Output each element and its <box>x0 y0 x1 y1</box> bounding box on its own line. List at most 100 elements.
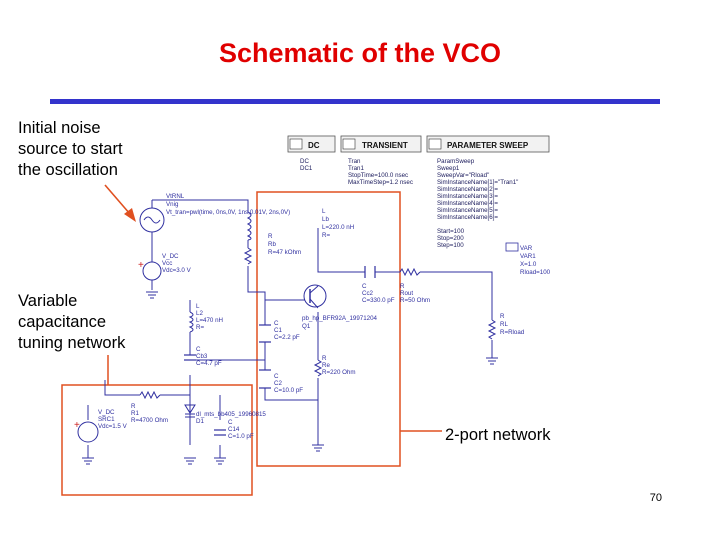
svg-text:Cb3: Cb3 <box>196 353 208 360</box>
svg-text:SimInstanceName[2]=: SimInstanceName[2]= <box>437 186 498 193</box>
svg-text:VAR: VAR <box>520 245 533 252</box>
svg-text:Cc2: Cc2 <box>362 290 374 297</box>
svg-text:R=: R= <box>196 324 204 331</box>
svg-text:R=47 kOhm: R=47 kOhm <box>268 249 301 256</box>
svg-text:Step=100: Step=100 <box>437 242 464 249</box>
svg-text:R: R <box>268 233 273 240</box>
svg-text:V_DC: V_DC <box>98 409 115 416</box>
svg-text:TRANSIENT: TRANSIENT <box>362 141 408 150</box>
svg-text:L: L <box>322 208 326 215</box>
resistor-rb: R Rb R=47 kOhm <box>243 233 301 265</box>
svg-text:Stop=200: Stop=200 <box>437 235 464 242</box>
tuning-network-highlight-box <box>61 384 253 496</box>
inductor-lb: L Lb L=220.0 nH R= <box>246 208 354 241</box>
svg-text:Vcc: Vcc <box>162 260 172 267</box>
svg-text:R: R <box>400 283 405 290</box>
circuit-wires <box>87 199 493 458</box>
svg-text:Vnig: Vnig <box>166 201 179 208</box>
svg-text:SweepVar="Rload": SweepVar="Rload" <box>437 172 489 179</box>
svg-text:StopTime=100.0 nsec: StopTime=100.0 nsec <box>348 172 408 179</box>
svg-text:Lb: Lb <box>322 216 329 223</box>
svg-text:Start=100: Start=100 <box>437 228 465 235</box>
load-resistor-rl: R RL R=Rload <box>486 313 525 365</box>
svg-text:C: C <box>274 373 279 380</box>
svg-text:SimInstanceName[3]=: SimInstanceName[3]= <box>437 193 498 200</box>
svg-text:R=50 Ohm: R=50 Ohm <box>400 297 430 304</box>
capacitor-c2: C C2 C=10.0 pF <box>259 369 303 394</box>
svg-text:R=4700 Ohm: R=4700 Ohm <box>131 417 168 424</box>
svg-text:X=1.0: X=1.0 <box>520 261 537 268</box>
svg-text:Sweep1: Sweep1 <box>437 165 460 172</box>
svg-text:dl_mts_bb405_19960815: dl_mts_bb405_19960815 <box>196 411 266 418</box>
dc-controller[interactable]: DC DC DC1 <box>287 135 336 172</box>
parameter-sweep-controller[interactable]: PARAMETER SWEEP ParamSweep Sweep1 SweepV… <box>426 135 550 249</box>
svg-text:DC1: DC1 <box>300 165 313 172</box>
svg-text:L2: L2 <box>196 310 203 317</box>
svg-text:D1: D1 <box>196 418 204 425</box>
svg-text:Tran1: Tran1 <box>348 165 364 172</box>
svg-text:L=220.0 nH: L=220.0 nH <box>322 224 354 231</box>
svg-text:V_DC: V_DC <box>162 253 179 260</box>
svg-text:Rb: Rb <box>268 241 276 248</box>
svg-text:DC: DC <box>308 141 320 150</box>
noise-source-callout: Initial noise source to start the oscill… <box>18 119 123 179</box>
svg-text:C14: C14 <box>228 426 240 433</box>
svg-text:C2: C2 <box>274 380 282 387</box>
transistor-q1: pb_hp_BFR92A_19971204 Q1 <box>302 284 378 330</box>
capacitor-c1: C C1 C=2.2 pF <box>259 320 300 343</box>
svg-text:Vdc=3.0 V: Vdc=3.0 V <box>162 267 192 274</box>
svg-text:C=330.0 pF: C=330.0 pF <box>362 297 395 304</box>
svg-text:C=1.0 pF: C=1.0 pF <box>228 433 254 440</box>
resistor-re: R Re R=220 Ohm <box>313 355 356 377</box>
svg-text:C: C <box>196 346 201 353</box>
svg-text:R: R <box>322 355 327 362</box>
svg-text:Tran: Tran <box>348 158 361 165</box>
svg-text:L=470 nH: L=470 nH <box>196 317 223 324</box>
svg-text:SimInstanceName[1]="Tran1": SimInstanceName[1]="Tran1" <box>437 179 518 186</box>
voltage-source-src1: + V_DC SRC1 Vdc=1.5 V <box>74 409 128 465</box>
svg-text:SimInstanceName[6]=: SimInstanceName[6]= <box>437 214 498 221</box>
svg-text:C=10.0 pF: C=10.0 pF <box>274 387 303 394</box>
resistor-rout: R Rout R=50 Ohm <box>399 267 430 304</box>
svg-text:SimInstanceName[4]=: SimInstanceName[4]= <box>437 200 498 207</box>
svg-text:+: + <box>74 420 80 431</box>
two-port-network-callout: 2-port network <box>445 426 551 444</box>
svg-text:SRC1: SRC1 <box>98 416 115 423</box>
noise-source-vtran: VtRNL Vnig Vt_tran=pwl(time, 0ns,0V, 1ns… <box>139 193 290 233</box>
resistor-r1: R R1 R=4700 Ohm <box>131 390 168 424</box>
svg-text:R=Rload: R=Rload <box>500 329 525 336</box>
svg-text:R1: R1 <box>131 410 139 417</box>
svg-text:SimInstanceName[5]=: SimInstanceName[5]= <box>437 207 498 214</box>
capacitor-c14: C C14 C=1.0 pF <box>214 419 254 465</box>
svg-text:R: R <box>131 403 136 410</box>
svg-text:VAR1: VAR1 <box>520 253 536 260</box>
svg-text:R=: R= <box>322 232 330 239</box>
svg-text:Rload=100: Rload=100 <box>520 269 551 276</box>
svg-text:C: C <box>274 320 279 327</box>
svg-text:Vt_tran=pwl(time, 0ns,0V, 1ns,: Vt_tran=pwl(time, 0ns,0V, 1ns,0.01V, 2ns… <box>166 209 290 216</box>
svg-text:+: + <box>138 260 144 271</box>
capacitor-cb3: C Cb3 C=4.7 pF <box>184 346 222 367</box>
svg-text:C=4.7 pF: C=4.7 pF <box>196 360 222 367</box>
svg-text:Vdc=1.5 V: Vdc=1.5 V <box>98 423 128 430</box>
svg-text:R: R <box>500 313 505 320</box>
svg-text:C=2.2 pF: C=2.2 pF <box>274 334 300 341</box>
svg-text:MaxTimeStep=1.2 nsec: MaxTimeStep=1.2 nsec <box>348 179 413 186</box>
voltage-source-vcc: + V_DC Vcc Vdc=3.0 V <box>138 253 192 299</box>
emitter-ground <box>312 444 324 452</box>
noise-pointer-arrowhead <box>124 208 136 222</box>
svg-text:Rout: Rout <box>400 290 413 297</box>
var-block: VAR VAR1 X=1.0 Rload=100 <box>505 242 551 276</box>
slide-title: Schematic of the VCO <box>218 38 502 68</box>
svg-text:L: L <box>196 303 200 310</box>
svg-text:VtRNL: VtRNL <box>166 193 185 200</box>
page-number: 70 <box>649 492 662 504</box>
title-underline <box>50 99 660 104</box>
svg-text:R=220 Ohm: R=220 Ohm <box>322 369 356 376</box>
varactor-diode-d1: dl_mts_bb405_19960815 D1 <box>184 404 266 465</box>
capacitor-cc2: C Cc2 C=330.0 pF <box>362 266 395 304</box>
svg-text:Q1: Q1 <box>302 323 311 330</box>
svg-text:PARAMETER SWEEP: PARAMETER SWEEP <box>447 141 529 150</box>
transient-controller[interactable]: TRANSIENT Tran Tran1 StopTime=100.0 nsec… <box>340 135 422 186</box>
